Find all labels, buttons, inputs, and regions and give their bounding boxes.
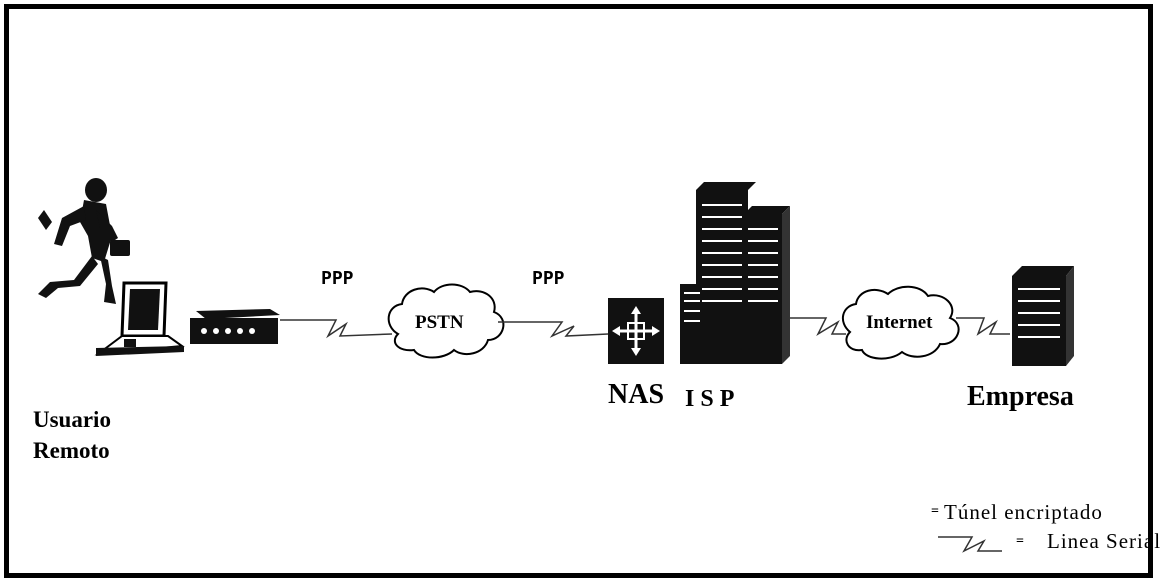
laptop-icon [94,281,185,356]
running-person-icon [38,178,130,304]
legend-serial-symbol: = [1016,534,1024,549]
serial-line-pstn-nas [498,321,609,338]
isp-label: I S P [685,386,735,412]
company-building-icon [1012,266,1074,366]
pstn-cloud-icon [387,283,505,359]
legend-tunnel-symbol: = [931,504,939,519]
isp-buildings-icon [680,182,790,364]
internet-label: Internet [866,312,933,333]
legend-tunnel-label: Túnel encriptado [944,500,1103,524]
serial-line-internet-company [956,317,1010,336]
legend-serial-label: Linea Serial [1047,529,1162,553]
ppp-label-left: PPP [321,268,354,289]
company-label: Empresa [967,381,1074,412]
user-label-line1: Usuario [33,407,111,432]
legend-serial-line-icon [938,536,1002,553]
ppp-label-right: PPP [532,268,565,289]
diagram-frame [4,4,1153,578]
internet-cloud-icon [841,285,960,360]
nas-router-icon [608,298,664,364]
modem-icon [190,309,280,344]
nas-label: NAS [608,379,665,410]
user-label-line2: Remoto [33,438,110,463]
serial-line-isp-internet [790,317,846,336]
pstn-label: PSTN [415,312,464,333]
serial-line-modem-pstn [280,319,393,339]
